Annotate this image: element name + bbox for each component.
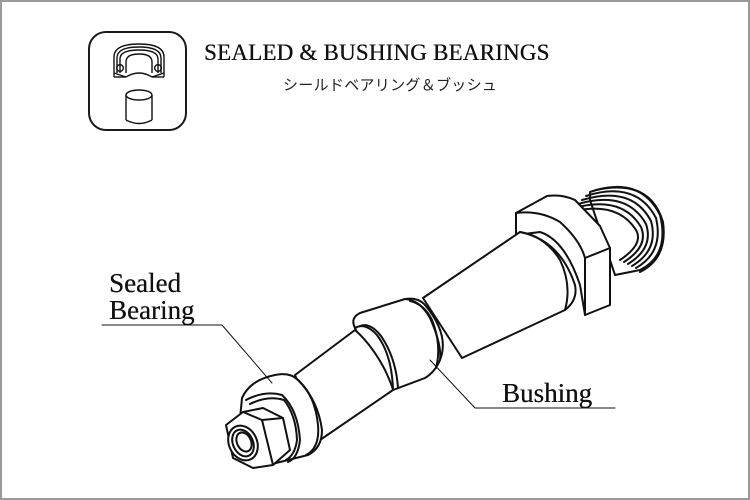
bushing-leader-line	[429, 359, 616, 409]
sealed-bearing-label-line1: Sealed	[109, 268, 181, 298]
hex-flange	[515, 194, 611, 316]
sealed-bearing-callout: Sealed Bearing	[109, 270, 194, 324]
sealed-bearing-leader-line	[101, 324, 273, 384]
bearing-and-bushing-icon	[88, 31, 187, 131]
lock-nut	[225, 407, 291, 469]
page-subtitle-japanese: シールドベアリング＆ブッシュ	[283, 76, 498, 94]
bushing-part	[352, 297, 444, 391]
bushing-callout: Bushing	[502, 378, 593, 408]
tapered-shaft	[422, 231, 577, 359]
sealed-bearing-label-line2: Bearing	[109, 295, 195, 325]
inner-shaft	[294, 329, 394, 441]
page-title: SEALED & BUSHING BEARINGS	[204, 40, 550, 65]
bearing-icon-graphic	[113, 43, 165, 125]
